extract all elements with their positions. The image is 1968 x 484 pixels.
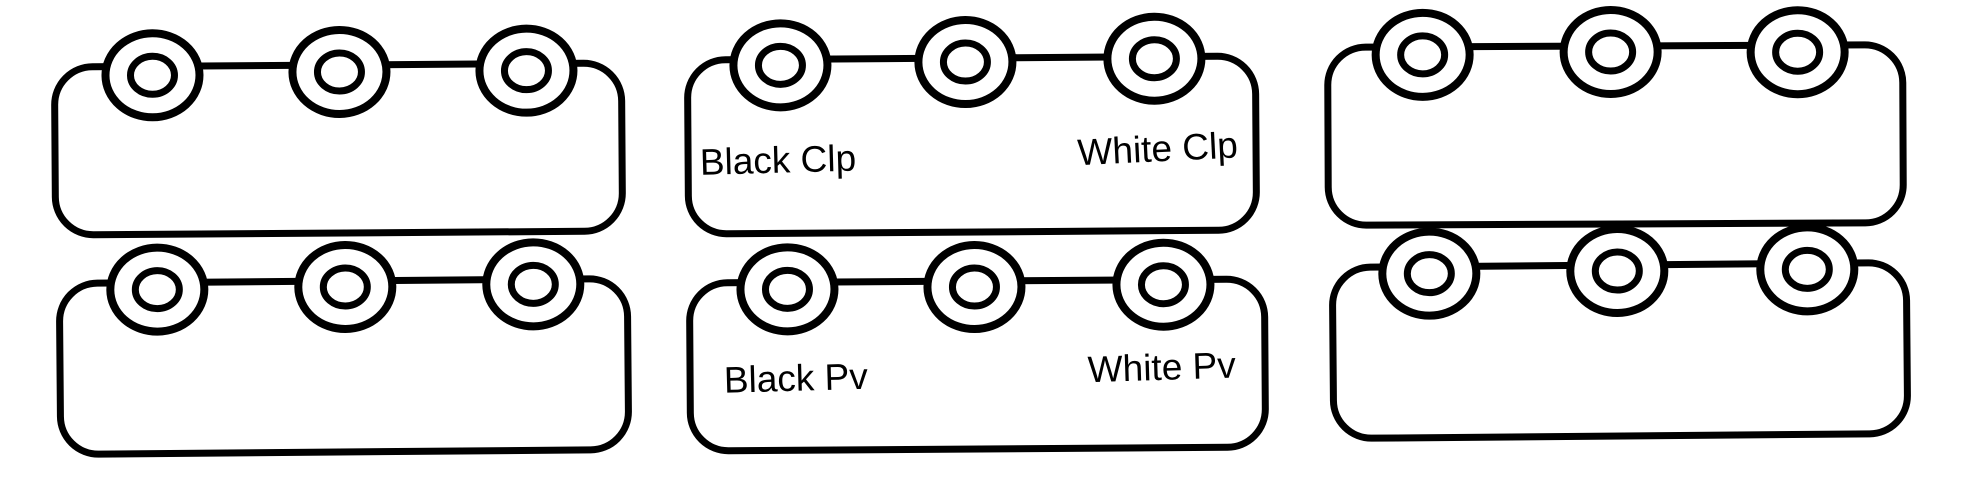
terminal-inner-ring	[1585, 29, 1637, 75]
terminal-inner-ring	[1781, 246, 1833, 292]
terminal-inner-ring	[1403, 251, 1455, 297]
terminal-block-top-left	[51, 24, 626, 239]
terminal-icon	[482, 238, 585, 331]
terminal-icon	[1112, 238, 1215, 331]
terminal-inner-ring	[507, 261, 559, 307]
terminal-inner-ring	[126, 52, 178, 98]
terminal-block-bottom-middle: Black Pv White Pv	[686, 238, 1269, 455]
terminal-inner-ring	[319, 264, 371, 310]
terminal-icon	[1371, 8, 1474, 101]
terminal-inner-ring	[1591, 248, 1643, 294]
terminal-inner-ring	[948, 264, 1000, 310]
terminal-inner-ring	[500, 48, 552, 94]
terminal-inner-ring	[1397, 32, 1449, 78]
terminal-icon	[106, 243, 209, 336]
terminal-icon	[101, 29, 204, 122]
terminal-icon	[475, 24, 578, 117]
label-white-clp: White Clp	[1077, 124, 1239, 173]
terminal-block-top-middle: Black Clp White Clp	[684, 12, 1260, 238]
terminal-inner-ring	[131, 267, 183, 313]
terminal-icon	[1103, 12, 1206, 105]
terminal-icon	[914, 16, 1017, 109]
terminal-icon	[1756, 223, 1859, 316]
terminal-icon	[1559, 6, 1662, 99]
terminal-icon	[736, 243, 839, 336]
terminal-icon	[729, 19, 832, 112]
terminal-icon	[1746, 6, 1849, 99]
terminal-icon	[1378, 227, 1481, 320]
terminal-icon	[923, 241, 1026, 334]
label-white-pv: White Pv	[1087, 345, 1237, 391]
terminal-inner-ring	[1772, 29, 1824, 75]
terminal-inner-ring	[761, 266, 813, 312]
terminal-icon	[288, 25, 391, 118]
label-black-pv: Black Pv	[723, 356, 869, 401]
terminal-block-top-right	[1324, 6, 1907, 229]
label-black-clp: Black Clp	[699, 138, 856, 183]
terminal-inner-ring	[754, 42, 806, 88]
terminal-inner-ring	[313, 49, 365, 95]
terminal-block-bottom-left	[56, 238, 632, 458]
terminal-block-bottom-right	[1329, 223, 1911, 442]
terminal-icon	[294, 240, 397, 333]
terminal-inner-ring	[939, 39, 991, 85]
terminal-inner-ring	[1128, 36, 1180, 82]
terminal-icon	[1566, 225, 1669, 318]
terminal-inner-ring	[1137, 262, 1189, 308]
